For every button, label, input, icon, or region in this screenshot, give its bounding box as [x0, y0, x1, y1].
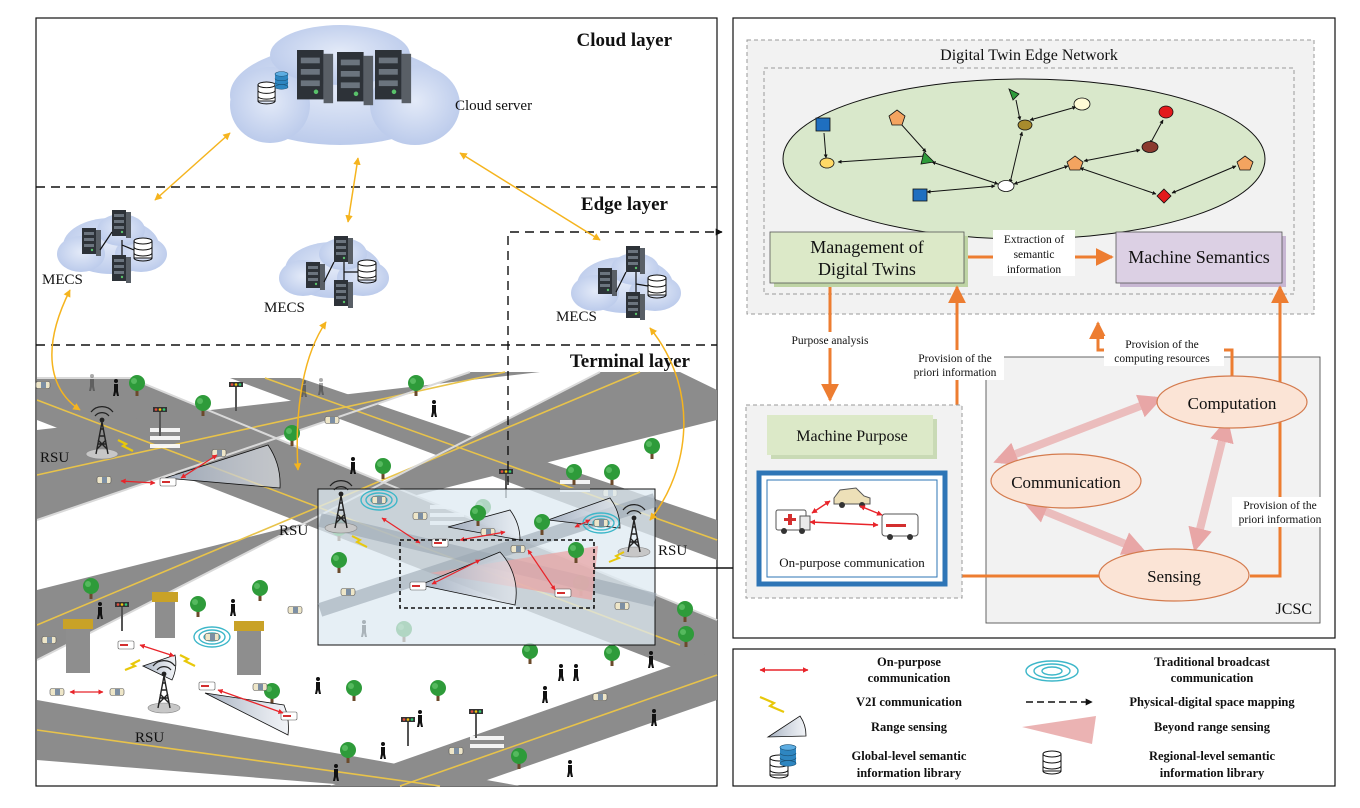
mapped-region	[317, 479, 658, 646]
machine-semantics-box: Machine Semantics	[1115, 231, 1286, 287]
digital-twin-edge-network: Digital Twin Edge Network	[746, 39, 1315, 315]
cloud-server: Cloud server	[230, 25, 532, 145]
gold-links	[51, 132, 685, 521]
computing-line1: Provision of the	[1125, 339, 1198, 351]
legend-on-purpose-1: On-purpose	[877, 655, 941, 669]
ambulance-icon-2	[881, 513, 919, 540]
mecs-middle: MECS	[264, 236, 389, 316]
right-panel: Digital Twin Edge Network	[732, 17, 1336, 639]
rsu-label-2: RSU	[279, 523, 308, 539]
extraction-line2: semantic	[1014, 249, 1055, 261]
mecs-left: MECS	[42, 210, 167, 288]
priori-a-line1: Provision of the	[918, 353, 991, 365]
rsu-label-1: RSU	[40, 450, 69, 466]
purpose-analysis-label: Purpose analysis	[792, 335, 870, 347]
priori-a-line2: priori information	[914, 367, 997, 379]
legend-global-2: information library	[857, 766, 962, 780]
cloud-server-label: Cloud server	[455, 98, 532, 114]
cloud-layer-title: Cloud layer	[576, 30, 672, 51]
terminal-layer-title: Terminal layer	[570, 351, 691, 372]
broadcast-icon	[1025, 660, 1079, 682]
sensing-label: Sensing	[1147, 567, 1201, 586]
v2i-icon	[759, 695, 785, 714]
management-box: Management of Digital Twins	[769, 231, 968, 287]
mecs-label-right: MECS	[556, 309, 597, 325]
machine-purpose-label: Machine Purpose	[796, 428, 908, 445]
priori-b-line2: priori information	[1239, 514, 1322, 526]
ambulance-icon	[775, 509, 811, 534]
left-panel: Cloud layer Edge layer Terminal layer Cl…	[35, 17, 751, 787]
jcsc-label: JCSC	[1276, 601, 1312, 618]
legend-v2i: V2I communication	[856, 695, 962, 709]
legend-global-1: Global-level semantic	[852, 749, 967, 763]
beyond-sensing-icon	[1022, 716, 1096, 744]
extraction-line3: information	[1007, 264, 1062, 276]
legend-mapping: Physical-digital space mapping	[1129, 695, 1295, 709]
on-purpose-label: On-purpose communication	[779, 555, 925, 570]
jcsc-cycle: Computation Communication Sensing	[990, 375, 1308, 602]
mecs-label-middle: MECS	[264, 300, 305, 316]
computing-line2: computing resources	[1114, 353, 1210, 365]
legend-range: Range sensing	[871, 720, 948, 734]
priori-b-line1: Provision of the	[1243, 500, 1316, 512]
legend-regional-1: Regional-level semantic	[1149, 749, 1275, 763]
legend-traditional-2: communication	[1171, 671, 1254, 685]
legend-traditional-1: Traditional broadcast	[1154, 655, 1271, 669]
computation-label: Computation	[1188, 394, 1277, 413]
management-line2: Digital Twins	[818, 259, 916, 279]
edge-layer-title: Edge layer	[581, 194, 669, 215]
regional-library-icon	[1042, 750, 1062, 775]
detail-selection	[399, 539, 595, 609]
machine-purpose-region: Machine Purpose On-purpose communica	[745, 404, 963, 599]
rsu-label-3: RSU	[658, 543, 687, 559]
communication-label: Communication	[1011, 473, 1121, 492]
legend-beyond: Beyond range sensing	[1154, 720, 1271, 734]
extraction-line1: Extraction of	[1004, 234, 1065, 246]
mecs-label-left: MECS	[42, 272, 83, 288]
dten-title: Digital Twin Edge Network	[940, 47, 1118, 64]
legend-regional-2: information library	[1160, 766, 1265, 780]
machine-semantics-label: Machine Semantics	[1128, 247, 1269, 267]
rsu-label-4: RSU	[135, 730, 164, 746]
mapping-arrow	[507, 228, 723, 485]
mecs-right: MECS	[556, 246, 681, 325]
legend: On-purpose communication Traditional bro…	[732, 648, 1336, 787]
range-sensing-icon	[766, 715, 807, 738]
management-line1: Management of	[810, 237, 923, 257]
car-icon	[833, 487, 871, 508]
legend-on-purpose-2: communication	[868, 671, 951, 685]
